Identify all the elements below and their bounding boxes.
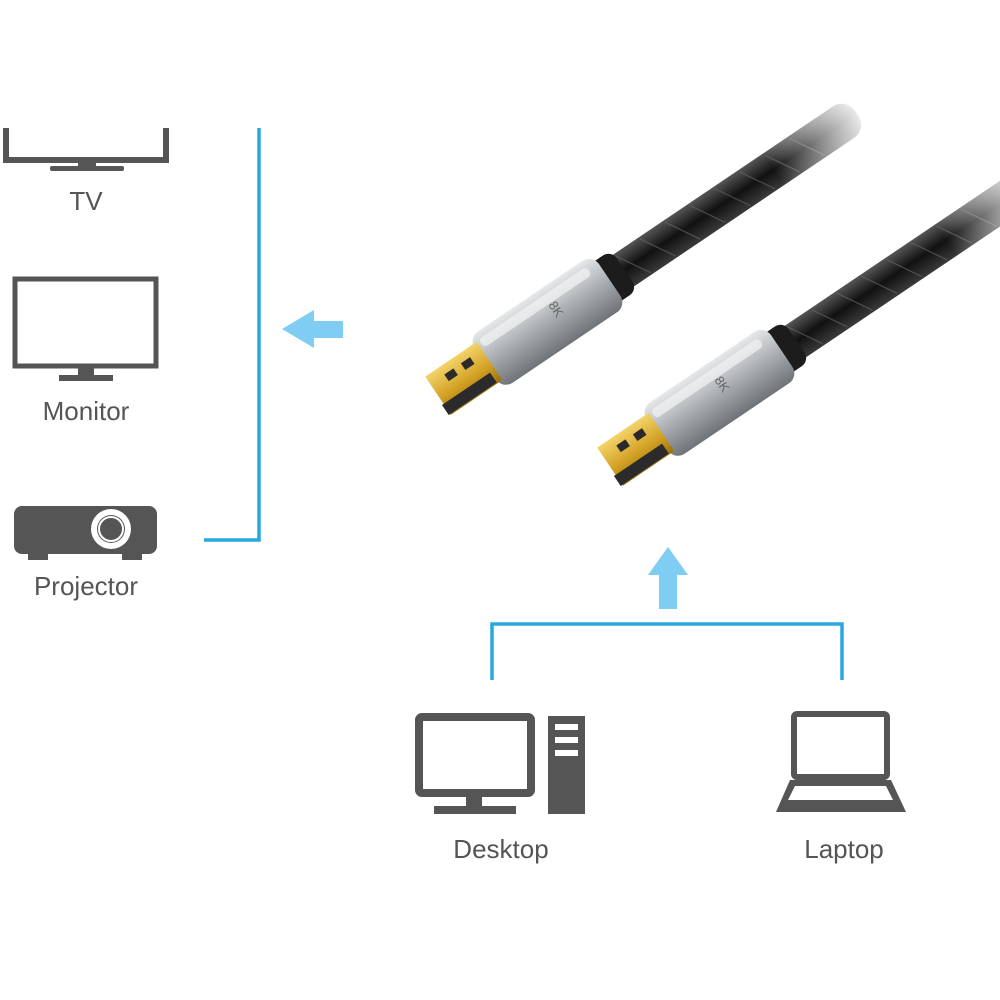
arrow-up-icon <box>648 547 688 609</box>
output-label-tv: TV <box>69 186 103 216</box>
source-bracket-line <box>490 622 844 680</box>
monitor-icon <box>12 276 159 381</box>
output-label-monitor: Monitor <box>42 396 130 426</box>
output-label-projector: Projector <box>33 571 139 601</box>
laptop-icon <box>776 711 906 812</box>
displayport-cable-icon <box>425 89 1000 486</box>
source-label-desktop: Desktop <box>453 834 549 864</box>
source-label-laptop: Laptop <box>804 834 884 864</box>
projector-icon <box>14 506 157 560</box>
arrow-left-icon <box>282 310 343 348</box>
tv-icon <box>3 128 169 171</box>
output-bracket-line <box>204 128 261 542</box>
desktop-icon <box>415 713 585 814</box>
